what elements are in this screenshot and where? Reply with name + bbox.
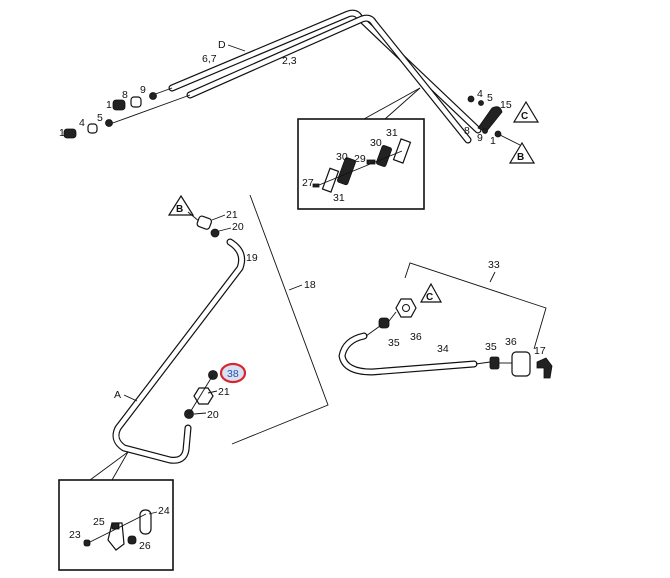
label-30a: 30 [370, 137, 382, 149]
ref-marker-B-top [508, 141, 536, 164]
label-36-right: 36 [505, 336, 517, 348]
nut-21-top [196, 215, 213, 230]
fitting-1b [112, 99, 126, 111]
label-1-right: 1 [490, 135, 496, 147]
label-21-top: 21 [226, 209, 238, 221]
label-2-3: 2,3 [282, 55, 297, 67]
highlight-ring-38[interactable] [219, 362, 247, 384]
label-24: 24 [158, 505, 170, 517]
label-19: 19 [246, 252, 258, 264]
elbow-17 [536, 357, 553, 379]
label-33: 33 [488, 259, 500, 271]
top-labels: D 6,7 2,3 1 4 5 1 8 9 4 5 15 8 9 1 C B [59, 39, 540, 164]
label-4: 4 [79, 117, 85, 129]
ring-9-right [482, 128, 488, 134]
ref-marker-B-left [167, 194, 195, 216]
label-8: 8 [122, 89, 128, 101]
label-35-right: 35 [485, 341, 497, 353]
nut-26 [127, 535, 137, 545]
ref-marker-C-top [512, 100, 540, 123]
label-38[interactable]: 38 [227, 368, 239, 380]
label-34: 34 [437, 343, 449, 355]
ring-9 [149, 92, 157, 100]
nut-4-right [467, 95, 475, 103]
bracket-33 [404, 262, 547, 350]
clamp-30a [376, 145, 392, 167]
nut-4 [87, 123, 98, 134]
label-20-bottom: 20 [207, 409, 219, 421]
inset-top: 31 30 30 29 27 31 [297, 87, 425, 210]
label-1b: 1 [106, 99, 112, 111]
label-17: 17 [534, 345, 546, 357]
label-23: 23 [69, 529, 81, 541]
label-25: 25 [93, 516, 105, 528]
label-9: 9 [140, 84, 146, 96]
label-5: 5 [97, 112, 103, 124]
ring-20-top [210, 228, 220, 238]
label-15: 15 [500, 99, 512, 111]
clamp-30b [337, 157, 356, 186]
label-29: 29 [354, 153, 366, 165]
label-21-bottom: 21 [218, 386, 230, 398]
ref-marker-C-top-label: C [521, 111, 528, 122]
label-26: 26 [139, 540, 151, 552]
top-tube-assembly [63, 9, 521, 146]
label-4-right: 4 [477, 88, 483, 100]
inset-bottom: 24 25 23 26 [58, 451, 174, 571]
bolt-23 [83, 539, 91, 547]
label-31b: 31 [333, 192, 345, 204]
label-5-right: 5 [487, 92, 493, 104]
label-8-right: 8 [464, 125, 470, 137]
label-A: A [114, 389, 121, 401]
nut-36-right [511, 351, 531, 377]
nut-21-bottom [193, 387, 214, 405]
label-30b: 30 [336, 151, 348, 163]
right-assembly: 33 C 36 35 34 35 36 17 [338, 259, 553, 379]
label-1a: 1 [59, 127, 65, 139]
label-18: 18 [304, 279, 316, 291]
ref-marker-B-top-label: B [517, 152, 524, 163]
ring-5 [105, 119, 113, 127]
fitting-1-right [494, 130, 502, 138]
ref-marker-B-left-label: B [176, 204, 183, 215]
ref-marker-C-right-label: C [426, 292, 433, 303]
bolt-27 [312, 183, 320, 188]
ring-35-right [489, 356, 500, 370]
label-9-right: 9 [477, 132, 483, 144]
ring-5-right [478, 100, 484, 106]
label-20-top: 20 [232, 221, 244, 233]
label-27: 27 [302, 177, 314, 189]
nut-8 [130, 96, 142, 108]
label-6-7: 6,7 [202, 53, 217, 65]
inset-top-box [297, 118, 425, 210]
elbow-15 [477, 106, 503, 133]
ring-35-left [378, 317, 390, 329]
fitting-1a [63, 128, 77, 139]
label-D: D [218, 39, 226, 51]
clamp-25 [107, 522, 125, 551]
label-35-left: 35 [388, 337, 400, 349]
label-36-left: 36 [410, 331, 422, 343]
tube-upper [168, 9, 482, 134]
label-31a: 31 [386, 127, 398, 139]
left-assembly: B 18 21 20 19 A 38 21 20 [112, 194, 329, 464]
bracket-18 [231, 194, 329, 445]
ref-marker-C-right [419, 282, 443, 303]
